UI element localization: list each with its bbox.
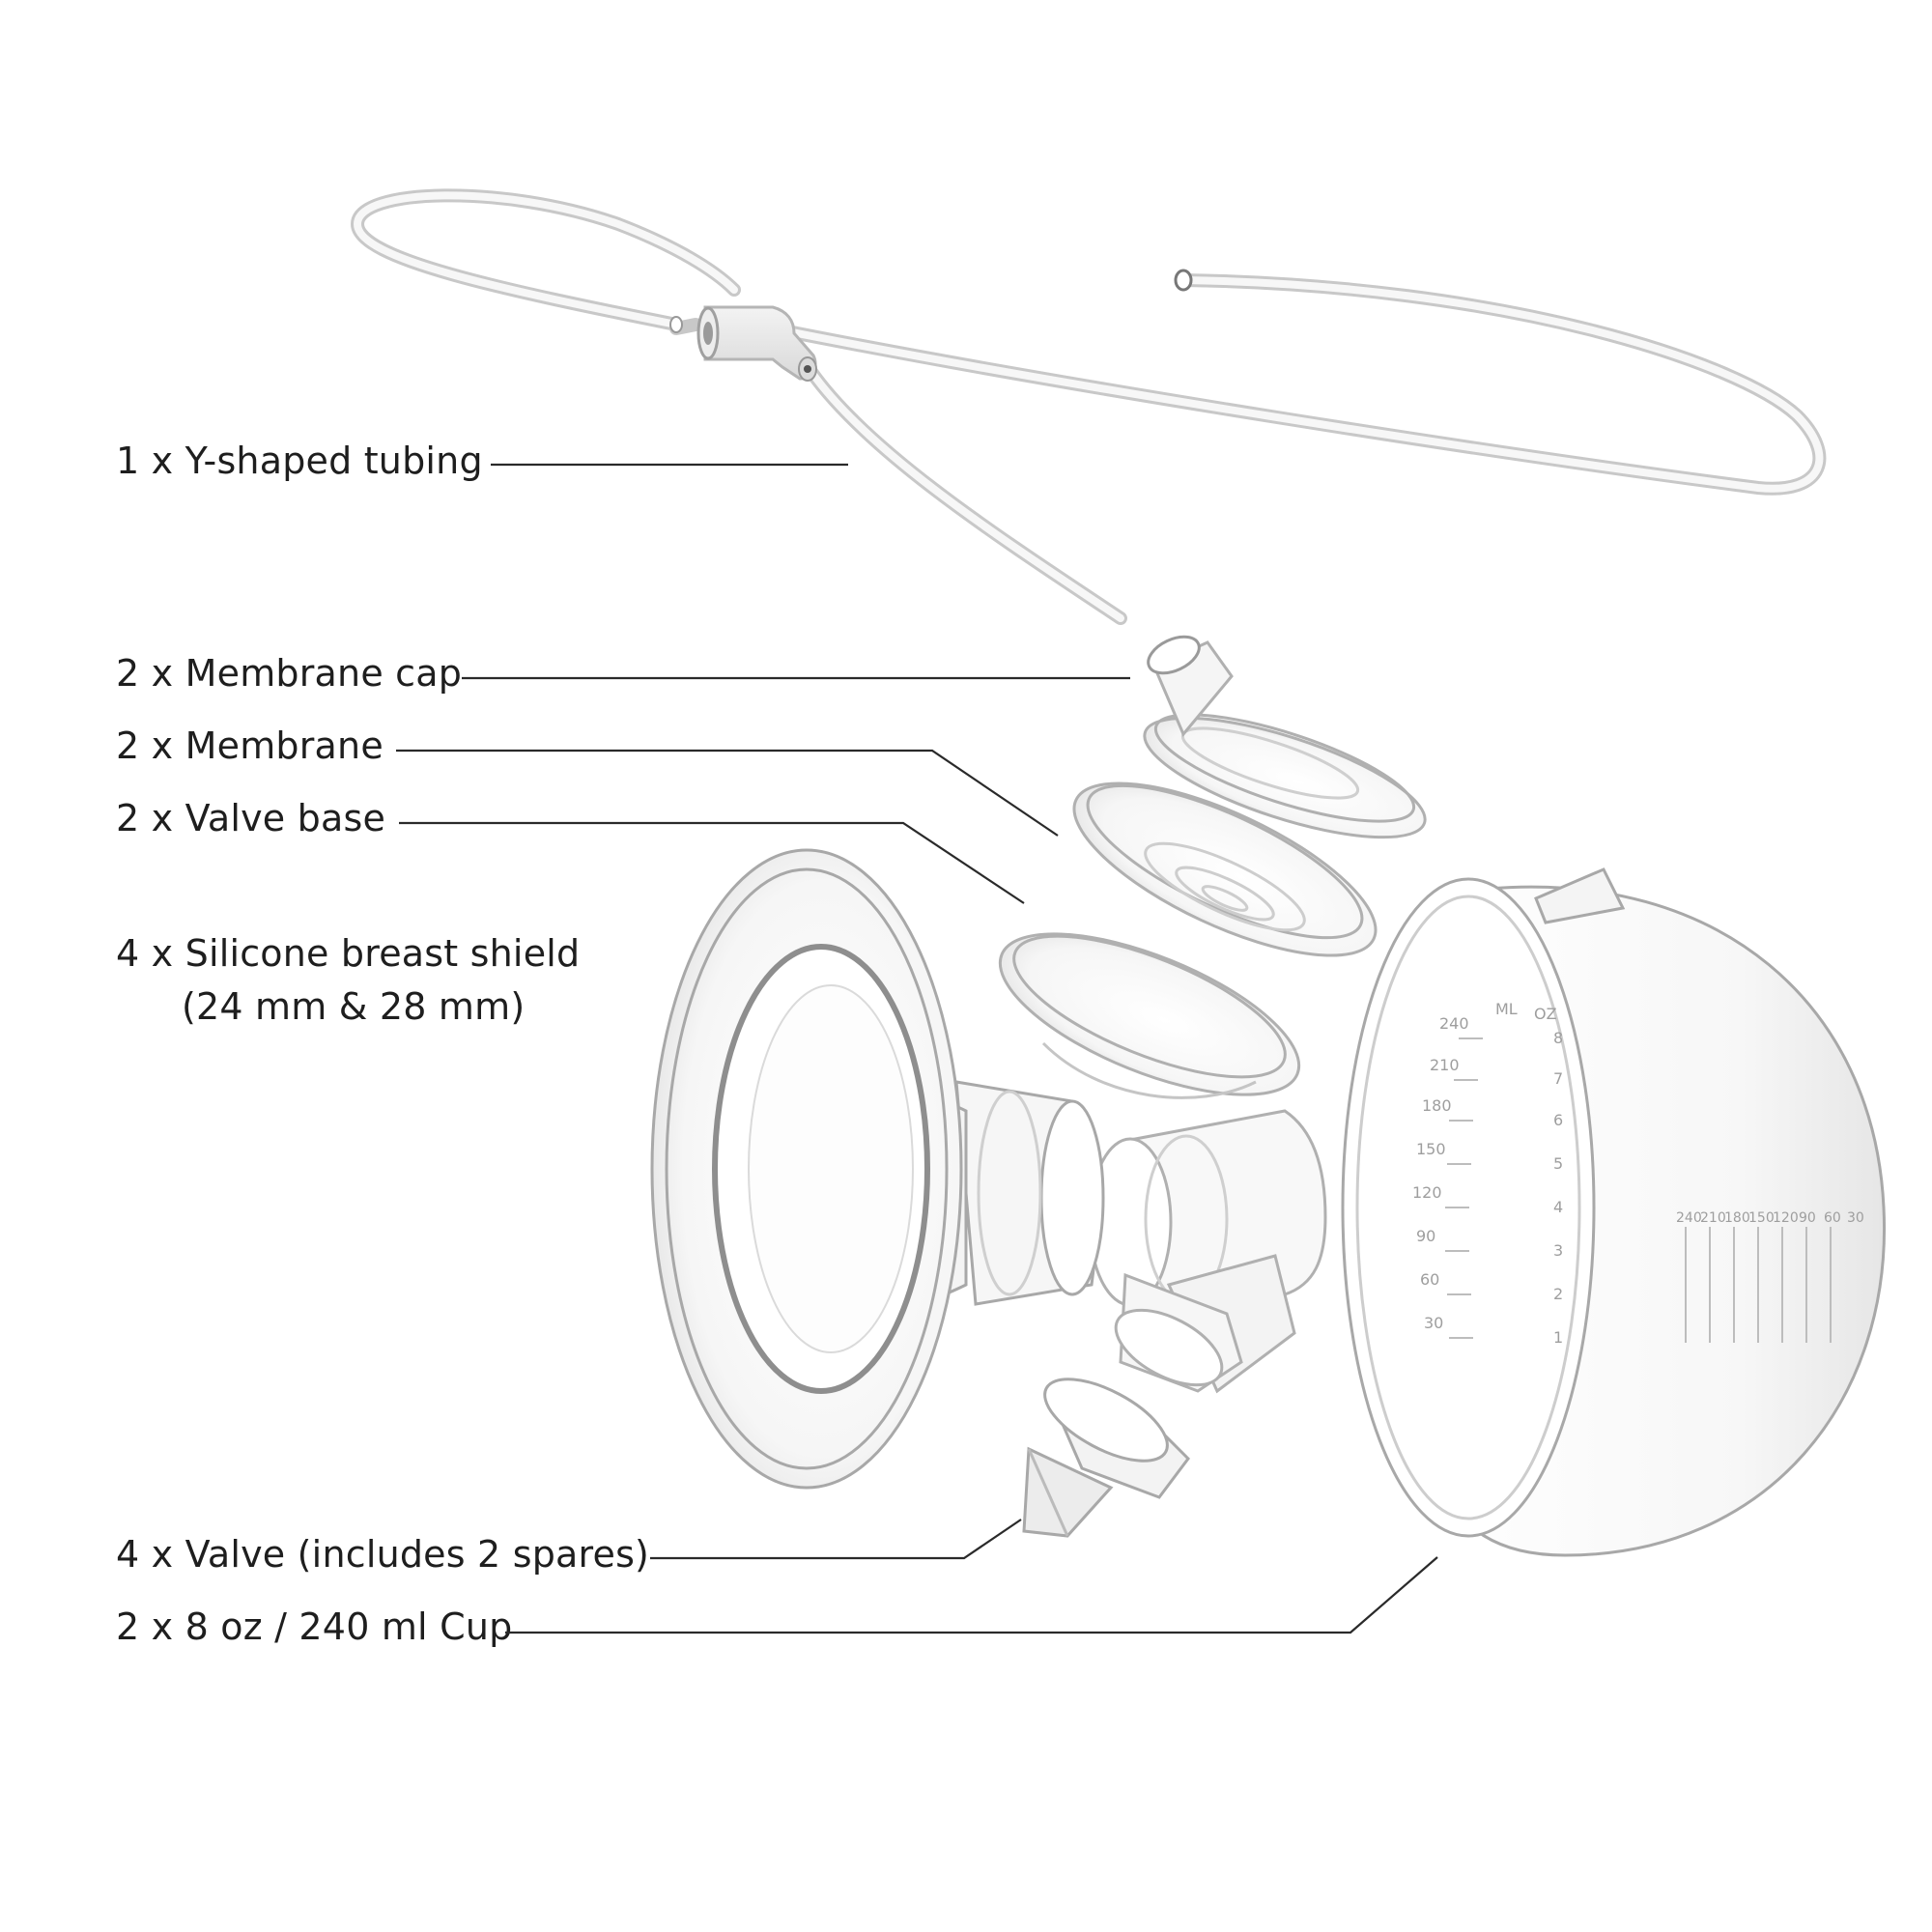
- cup-oz-scale-left: 8 7 6 5 4 3 2 1 OZ: [1534, 1005, 1563, 1347]
- cup-ml-scale-bottom: 240 210 180 150 120 90 60 30: [1676, 1210, 1864, 1226]
- cup-ml-bottom-150: 150: [1748, 1210, 1775, 1226]
- cup-ml-bottom-240: 240: [1676, 1210, 1702, 1226]
- leader-lines: [396, 463, 1438, 1634]
- label-y-tubing: 1 x Y-shaped tubing: [116, 440, 483, 482]
- cup-part: 240 210 180 150 120 90 60 30 ML 8 7 6 5 …: [1341, 867, 1887, 1557]
- cup-measurement-lines: [1445, 1037, 1832, 1343]
- connector-body-part: [1088, 1109, 1327, 1394]
- cup-ml-120: 120: [1412, 1183, 1442, 1202]
- cup-oz-1: 1: [1553, 1328, 1563, 1347]
- label-valve-base: 2 x Valve base: [116, 797, 386, 839]
- cup-ml-90: 90: [1416, 1227, 1435, 1245]
- cup-oz-3: 3: [1553, 1241, 1563, 1260]
- label-breast-shield-line1: 4 x Silicone breast shield: [116, 932, 581, 975]
- cup-oz-2: 2: [1553, 1285, 1563, 1303]
- cup-ml-bottom-120: 120: [1773, 1210, 1799, 1226]
- cup-ml-210: 210: [1430, 1056, 1460, 1074]
- leader-cup: [505, 1556, 1438, 1634]
- valve-base-part: [998, 932, 1301, 1099]
- label-valve: 4 x Valve (includes 2 spares): [116, 1533, 650, 1576]
- leader-valve-base: [399, 821, 1025, 904]
- cup-ml-bottom-180: 180: [1724, 1210, 1750, 1226]
- cup-ml-180: 180: [1422, 1096, 1452, 1115]
- cup-oz-4: 4: [1553, 1198, 1563, 1216]
- cup-ml-bottom-60: 60: [1824, 1210, 1841, 1226]
- membrane-cap-part: [1143, 635, 1427, 839]
- cup-ml-bottom-210: 210: [1700, 1210, 1726, 1226]
- label-membrane-cap: 2 x Membrane cap: [116, 652, 463, 695]
- cup-ml-scale-left: 240 210 180 150 120 90 60 30 ML: [1412, 1000, 1518, 1332]
- membrane-part: [1072, 781, 1378, 957]
- valve-part: [1022, 1378, 1190, 1538]
- cup-oz-6: 6: [1553, 1111, 1563, 1129]
- leader-membrane: [396, 749, 1059, 837]
- cup-ml-240: 240: [1439, 1014, 1469, 1033]
- label-breast-shield: 4 x Silicone breast shield: [116, 932, 580, 975]
- cup-oz-8: 8: [1553, 1029, 1563, 1047]
- cup-ml-bottom-90: 90: [1799, 1210, 1816, 1226]
- cup-ml-bottom-30: 30: [1847, 1210, 1864, 1226]
- label-cup: 2 x 8 oz / 240 ml Cup: [116, 1605, 513, 1648]
- cup-ml-30: 30: [1424, 1314, 1443, 1332]
- leader-valve: [650, 1519, 1022, 1560]
- cup-ml-150: 150: [1416, 1140, 1446, 1158]
- y-tubing-part: [350, 188, 1827, 625]
- label-membrane: 2 x Membrane: [116, 724, 384, 767]
- label-breast-shield-size: (24 mm & 28 mm): [182, 985, 526, 1028]
- cup-oz-7: 7: [1553, 1069, 1563, 1088]
- cup-unit-ml: ML: [1495, 1000, 1518, 1018]
- cup-ml-60: 60: [1420, 1270, 1439, 1289]
- breast-shield-part: [650, 848, 1105, 1490]
- cup-unit-oz: OZ: [1534, 1005, 1557, 1023]
- cup-oz-5: 5: [1553, 1154, 1563, 1173]
